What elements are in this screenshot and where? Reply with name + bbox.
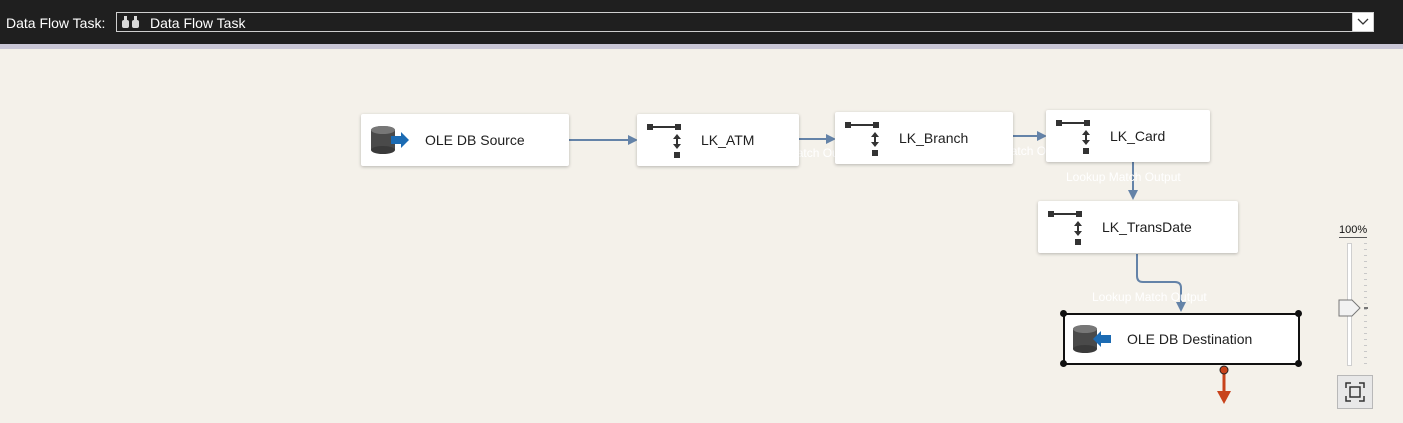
selection-handle-tl[interactable]	[1060, 310, 1067, 317]
zoom-level: 100%	[1339, 224, 1368, 238]
lookup-icon	[1046, 209, 1086, 245]
ole-db-destination-icon	[1071, 321, 1111, 357]
path-label-transdate-destination: Lookup Match Output	[1092, 290, 1207, 304]
lookup-lk-card-component[interactable]: LK_Card	[1046, 110, 1210, 162]
lookup-icon	[645, 122, 685, 158]
task-dropdown-value: Data Flow Task	[150, 15, 246, 31]
error-output-arrowhead	[1217, 391, 1231, 404]
selection-handle-bl[interactable]	[1060, 360, 1067, 367]
lookup-icon	[843, 120, 883, 156]
toolbar-separator	[0, 44, 1403, 49]
zoom-to-fit-button[interactable]	[1337, 375, 1373, 409]
component-label: LK_Branch	[899, 130, 969, 146]
zoom-slider-thumb[interactable]	[1338, 299, 1368, 322]
lookup-lk-atm-component[interactable]: LK_ATM	[637, 114, 799, 166]
component-label: LK_Card	[1110, 128, 1166, 144]
component-label: LK_TransDate	[1102, 219, 1192, 235]
ole-db-source-component[interactable]: OLE DB Source	[361, 114, 569, 166]
toolbar: Data Flow Task: Data Flow Task	[0, 0, 1403, 44]
chevron-down-icon[interactable]	[1352, 13, 1373, 31]
task-label: Data Flow Task:	[6, 15, 106, 31]
component-label: LK_ATM	[701, 132, 755, 148]
lookup-icon	[1054, 118, 1094, 154]
lookup-lk-branch-component[interactable]: LK_Branch	[835, 112, 1013, 164]
task-dropdown[interactable]: Data Flow Task	[116, 12, 1374, 32]
component-label: OLE DB Source	[425, 132, 525, 148]
data-flow-task-icon	[121, 15, 141, 34]
selection-handle-br[interactable]	[1295, 360, 1302, 367]
zoom-slider-ticks	[1364, 243, 1367, 366]
selection-handle-tr[interactable]	[1295, 310, 1302, 317]
ole-db-source-icon	[369, 122, 409, 158]
lookup-lk-transdate-component[interactable]: LK_TransDate	[1038, 201, 1238, 253]
error-output-handle[interactable]	[1219, 365, 1229, 375]
path-transdate-to-destination[interactable]	[1136, 254, 1186, 312]
component-label: OLE DB Destination	[1127, 331, 1253, 347]
path-label-card-transdate: Lookup Match Output	[1066, 170, 1181, 184]
ole-db-destination-component[interactable]: OLE DB Destination	[1063, 313, 1300, 365]
